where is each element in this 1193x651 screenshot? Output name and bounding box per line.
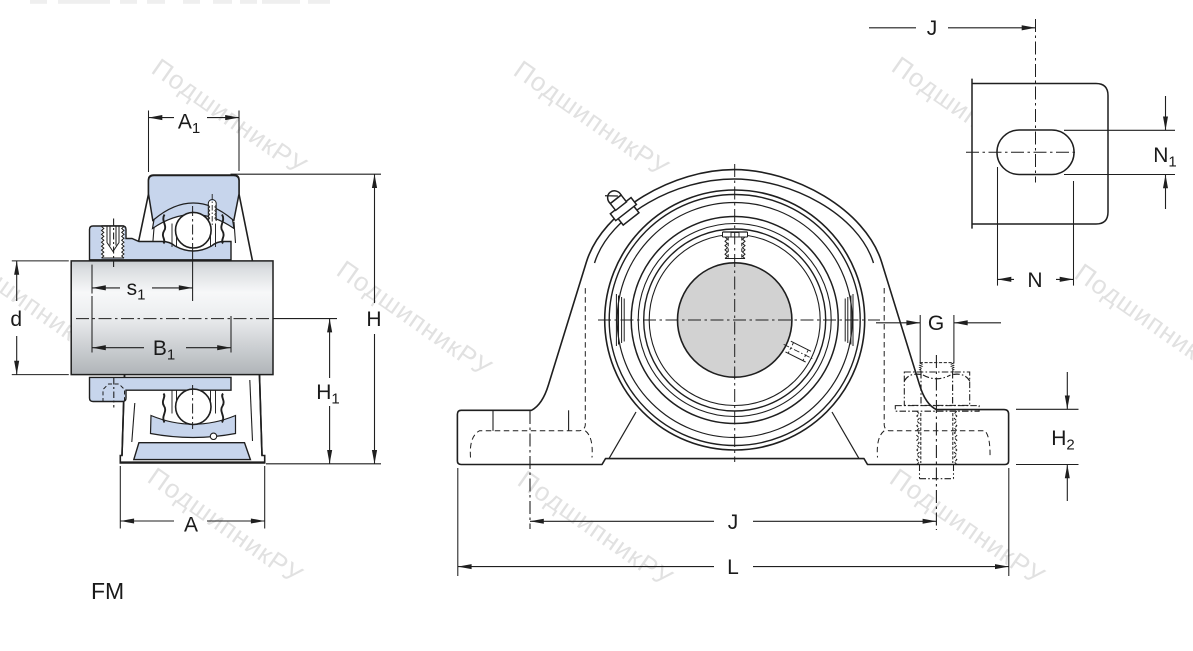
svg-text:N: N xyxy=(1027,269,1042,292)
svg-text:FM: FM xyxy=(91,578,124,604)
svg-text:L: L xyxy=(727,556,739,579)
svg-text:A: A xyxy=(184,514,198,537)
svg-text:J: J xyxy=(728,511,739,534)
svg-text:J: J xyxy=(927,17,938,40)
svg-text:H: H xyxy=(366,308,381,331)
svg-text:d: d xyxy=(10,308,22,331)
svg-text:G: G xyxy=(928,312,944,335)
